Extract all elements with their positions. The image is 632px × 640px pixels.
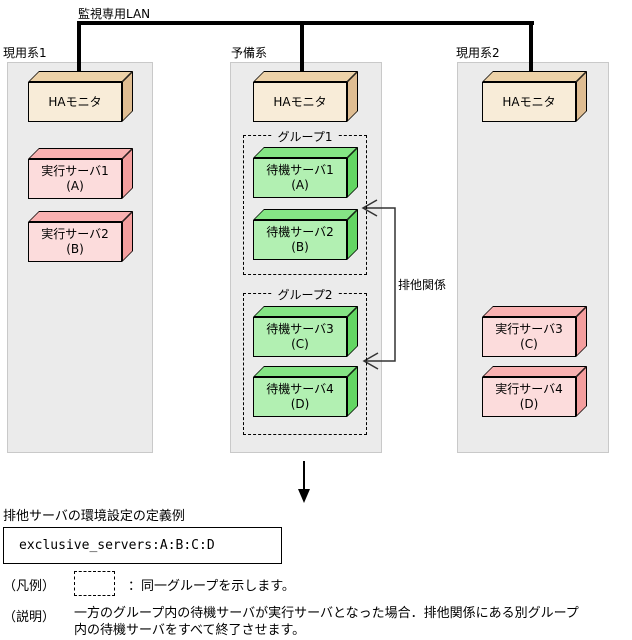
box-front-face: [253, 220, 347, 260]
server-name: 実行サーバ4: [495, 382, 563, 396]
group-1-frame: グループ1: [243, 128, 367, 275]
server-name: 実行サーバ2: [41, 227, 109, 241]
ha-monitor-label: HAモニタ: [273, 94, 327, 109]
server-box-standby4: 待機サーバ4(D): [253, 366, 358, 417]
box-front-face: [253, 317, 347, 357]
server-name: 待機サーバ1: [266, 163, 334, 177]
box-front-face: [482, 317, 576, 357]
box-side-face: [347, 71, 358, 122]
server-box-exec2: 実行サーバ2(B): [28, 211, 133, 262]
note-line-2: 内の待機サーバをすべて終了させます。: [74, 622, 306, 638]
server-box-standby2: 待機サーバ2(B): [253, 209, 358, 260]
box-front-face: [482, 82, 576, 122]
group-2-label: グループ2: [271, 286, 339, 303]
ha-monitor-box-active2: HAモニタ: [482, 71, 587, 122]
server-name: 待機サーバ2: [266, 225, 334, 239]
definition-code-box: exclusive_servers:A:B:C:D: [3, 527, 282, 564]
panel-label-standby: 予備系: [231, 46, 268, 60]
note-text: 一方のグループ内の待機サーバが実行サーバとなった場合．排他関係にある別グループ …: [74, 606, 579, 639]
ha-monitor-box-active1: HAモニタ: [28, 71, 133, 122]
box-top-face: [28, 71, 133, 82]
server-name: 待機サーバ4: [266, 382, 334, 396]
definition-code: exclusive_servers:A:B:C:D: [19, 538, 215, 553]
box-side-face: [122, 211, 133, 262]
box-top-face: [253, 366, 358, 377]
box-top-face: [482, 71, 587, 82]
server-box-exec3: 実行サーバ3(C): [482, 306, 587, 357]
box-front-face: [28, 82, 122, 122]
legend-group-swatch: [74, 571, 115, 596]
server-id: (D): [290, 397, 310, 411]
box-front-face: [253, 82, 347, 122]
server-box-standby1: 待機サーバ1(A): [253, 147, 358, 198]
ha-monitor-label: HAモニタ: [48, 94, 102, 109]
box-front-face: [482, 377, 576, 417]
box-side-face: [347, 147, 358, 198]
server-id: (C): [520, 337, 538, 351]
server-name: 待機サーバ3: [266, 322, 334, 336]
ha-monitor-box-standby: HAモニタ: [253, 71, 358, 122]
box-side-face: [122, 148, 133, 199]
panel-label-active1: 現用系1: [3, 46, 47, 60]
box-front-face: [28, 159, 122, 199]
server-id: (D): [519, 397, 539, 411]
note-label: （説明）: [3, 610, 56, 625]
server-box-standby3: 待機サーバ3(C): [253, 306, 358, 357]
box-front-face: [253, 158, 347, 198]
panel-label-active2: 現用系2: [456, 46, 500, 60]
box-top-face: [253, 147, 358, 158]
legend-label: （凡例）: [3, 579, 56, 594]
box-side-face: [347, 209, 358, 260]
server-name: 実行サーバ1: [41, 164, 109, 178]
ha-monitor-label: HAモニタ: [502, 94, 556, 109]
server-id: (B): [291, 240, 309, 254]
lan-label: 監視専用LAN: [78, 7, 151, 21]
definition-title: 排他サーバの環境設定の定義例: [3, 509, 185, 524]
box-top-face: [253, 71, 358, 82]
box-top-face: [28, 211, 133, 222]
note-line-1: 一方のグループ内の待機サーバが実行サーバとなった場合．排他関係にある別グループ: [74, 606, 579, 621]
box-side-face: [576, 71, 587, 122]
box-top-face: [482, 366, 587, 377]
server-id: (C): [291, 337, 309, 351]
box-side-face: [576, 366, 587, 417]
server-id: (A): [66, 179, 84, 193]
exclusion-relation-label: 排他関係: [398, 276, 447, 293]
box-top-face: [28, 148, 133, 159]
box-top-face: [253, 306, 358, 317]
box-side-face: [122, 71, 133, 122]
legend-description: ：同一グループを示します。: [128, 579, 295, 594]
server-name: 実行サーバ3: [495, 322, 563, 336]
group-1-label: グループ1: [271, 128, 339, 145]
box-side-face: [347, 366, 358, 417]
server-id: (A): [291, 178, 309, 192]
server-box-exec4: 実行サーバ4(D): [482, 366, 587, 417]
group-2-frame: グループ2: [243, 286, 367, 435]
flow-down-arrowhead: [298, 489, 310, 503]
box-side-face: [347, 306, 358, 357]
box-top-face: [482, 306, 587, 317]
server-box-exec1: 実行サーバ1(A): [28, 148, 133, 199]
box-front-face: [28, 222, 122, 262]
box-side-face: [576, 306, 587, 357]
box-front-face: [253, 377, 347, 417]
server-id: (B): [66, 242, 84, 256]
box-top-face: [253, 209, 358, 220]
